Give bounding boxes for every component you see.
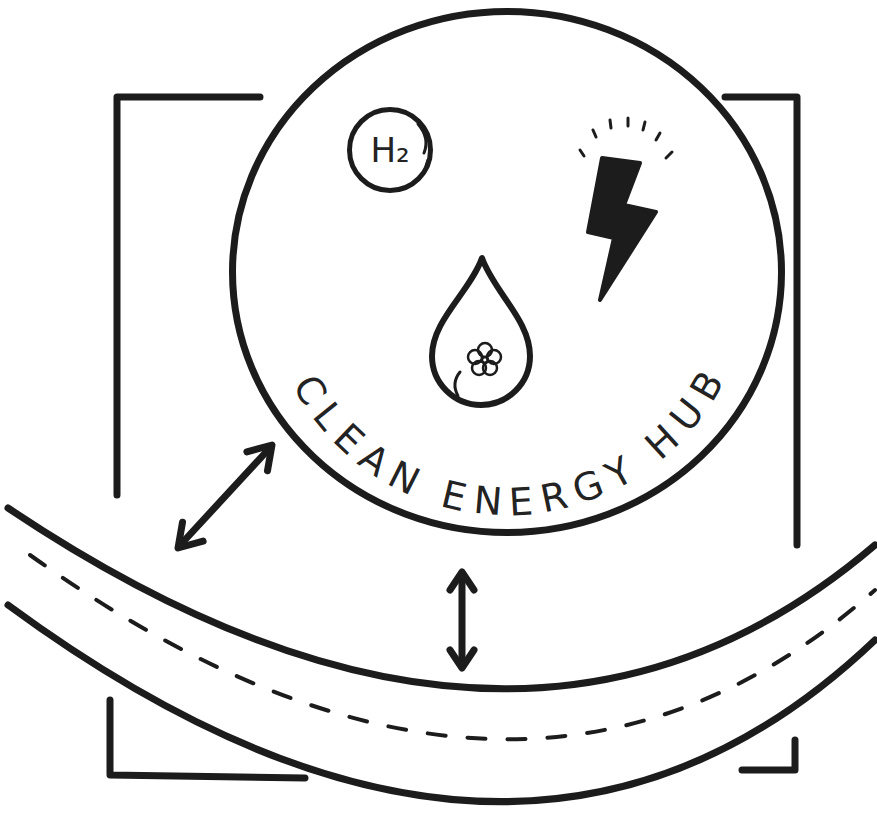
arrow-head [247, 445, 272, 471]
double-arrow [459, 576, 466, 664]
arrow-head [450, 572, 474, 590]
road-edge [8, 508, 875, 689]
frame-bracket [117, 97, 260, 495]
hub-title: CLEAN ENERGY HUB [229, 8, 785, 536]
road-centerline [30, 555, 875, 739]
hydrogen-circle: H₂ [347, 107, 433, 193]
text-glyph: Y [599, 451, 638, 495]
node-label: H₂ [347, 107, 433, 193]
flower-symbol [468, 343, 501, 375]
water-drop [432, 258, 530, 405]
double-arrow [183, 451, 267, 542]
text-glyph: E [508, 482, 534, 521]
arrow-head [178, 522, 203, 548]
text-glyph: E [438, 475, 470, 517]
text-glyph: N [472, 481, 504, 521]
text-glyph: R [537, 476, 571, 519]
hub-circle: H₂CLEAN ENERGY HUB [229, 8, 785, 536]
lightning-bolt [588, 158, 656, 300]
frame-bracket [725, 97, 797, 545]
node-outline-shape [233, 12, 782, 533]
text-glyph: G [567, 464, 608, 510]
ray-marks [580, 118, 672, 158]
node-outline [229, 8, 785, 536]
highlight-mark [455, 372, 460, 396]
frame-bracket [110, 700, 305, 778]
arrow-head [450, 650, 474, 668]
road-edge [8, 605, 875, 802]
frame-bracket [742, 740, 795, 770]
